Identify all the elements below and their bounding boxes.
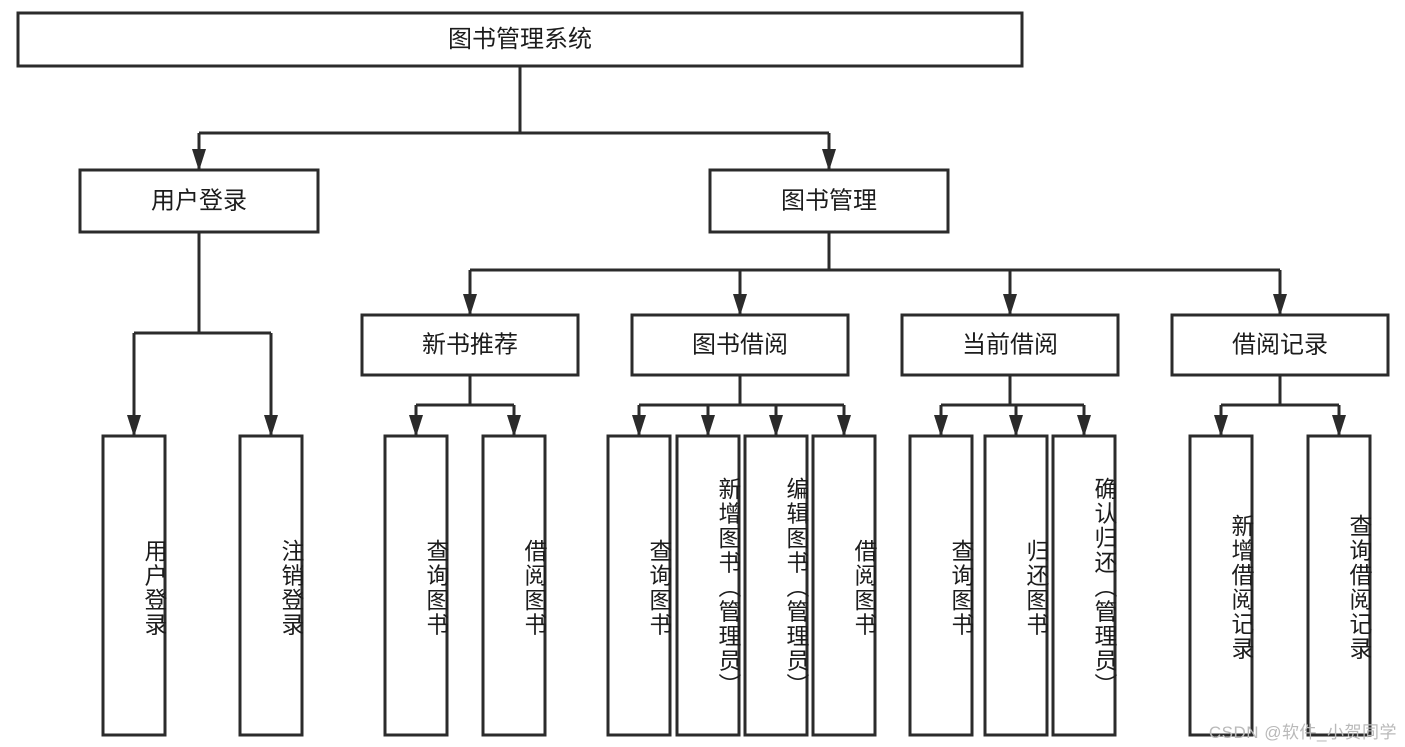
node-label-user-login: 用户登录 bbox=[151, 187, 247, 214]
node-box-leaf-borrow-book-2[interactable] bbox=[811, 434, 877, 737]
arrow-head-icon bbox=[733, 294, 747, 316]
arrow-head-icon bbox=[701, 415, 715, 437]
arrow-head-icon bbox=[1077, 415, 1091, 437]
arrow-head-icon bbox=[1214, 415, 1228, 437]
node-label-undefined: 图书管理系统 bbox=[448, 26, 592, 53]
arrow-head-icon bbox=[264, 415, 278, 437]
arrow-head-icon bbox=[837, 415, 851, 437]
node-box-undefined[interactable] bbox=[16, 11, 1024, 68]
node-box-book-manage[interactable] bbox=[708, 168, 950, 234]
node-box-user-login[interactable] bbox=[78, 168, 320, 234]
node-box-leaf-confirm-return[interactable] bbox=[1051, 434, 1117, 737]
node-box-new-book-rec[interactable] bbox=[360, 313, 580, 377]
arrow-head-icon bbox=[769, 415, 783, 437]
node-box-leaf-user-login[interactable] bbox=[101, 434, 167, 737]
connectors-layer bbox=[127, 66, 1346, 437]
node-box-leaf-query-record[interactable] bbox=[1306, 434, 1372, 737]
node-box-leaf-add-book[interactable] bbox=[675, 434, 741, 737]
node-label-book-borrow: 图书借阅 bbox=[692, 331, 788, 358]
node-box-leaf-edit-book[interactable] bbox=[743, 434, 809, 737]
arrow-head-icon bbox=[1009, 415, 1023, 437]
node-box-leaf-user-logout[interactable] bbox=[238, 434, 304, 737]
node-label-new-book-rec: 新书推荐 bbox=[422, 331, 518, 358]
node-box-borrow-record[interactable] bbox=[1170, 313, 1390, 377]
arrow-head-icon bbox=[632, 415, 646, 437]
arrow-head-icon bbox=[192, 149, 206, 171]
node-box-leaf-add-record[interactable] bbox=[1188, 434, 1254, 737]
arrow-head-icon bbox=[934, 415, 948, 437]
arrow-head-icon bbox=[463, 294, 477, 316]
arrow-head-icon bbox=[1332, 415, 1346, 437]
node-box-leaf-return-book[interactable] bbox=[983, 434, 1049, 737]
arrow-head-icon bbox=[507, 415, 521, 437]
arrow-head-icon bbox=[409, 415, 423, 437]
arrow-head-icon bbox=[127, 415, 141, 437]
watermark-text: CSDN @软件_小贺同学 bbox=[1208, 723, 1397, 742]
node-box-current-borrow[interactable] bbox=[900, 313, 1120, 377]
boxes-layer bbox=[16, 11, 1390, 737]
arrow-head-icon bbox=[1003, 294, 1017, 316]
node-label-borrow-record: 借阅记录 bbox=[1232, 331, 1328, 358]
node-box-leaf-query-book-2[interactable] bbox=[606, 434, 672, 737]
arrow-head-icon bbox=[822, 149, 836, 171]
node-box-book-borrow[interactable] bbox=[630, 313, 850, 377]
node-label-current-borrow: 当前借阅 bbox=[962, 331, 1058, 358]
arrow-head-icon bbox=[1273, 294, 1287, 316]
node-label-book-manage: 图书管理 bbox=[781, 187, 877, 214]
node-box-leaf-query-book-3[interactable] bbox=[908, 434, 974, 737]
node-box-leaf-query-book-1[interactable] bbox=[383, 434, 449, 737]
node-box-leaf-borrow-book-1[interactable] bbox=[481, 434, 547, 737]
